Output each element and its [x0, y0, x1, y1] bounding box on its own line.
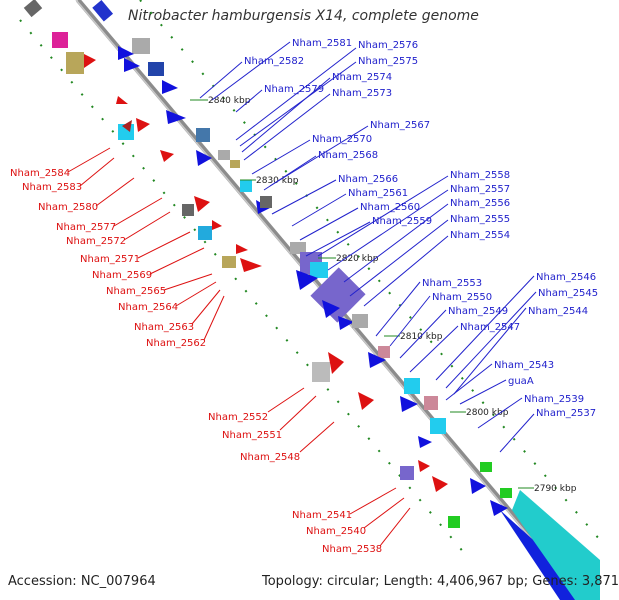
gene-label: Nham_2565	[106, 286, 166, 297]
gene-label: Nham_2540	[306, 526, 366, 537]
gene-label: Nham_2582	[244, 56, 304, 67]
gene-label: Nham_2537	[536, 408, 596, 419]
gene-label: Nham_2555	[450, 214, 510, 225]
gene-label: Nham_2561	[348, 188, 408, 199]
map-title: Nitrobacter hamburgensis X14, complete g…	[128, 8, 479, 24]
gene-label: Nham_2544	[528, 306, 588, 317]
gene-label: Nham_2557	[450, 184, 510, 195]
gene-label: Nham_2554	[450, 230, 510, 241]
gene-label: Nham_2567	[370, 120, 430, 131]
gene-label: Nham_2584	[10, 168, 70, 179]
forward-strand-features	[92, 0, 600, 600]
kbp-label-2810: 2810 kbp	[400, 332, 443, 342]
gene-label: Nham_2553	[422, 278, 482, 289]
gene-label: Nham_2560	[360, 202, 420, 213]
gene-label: Nham_2564	[118, 302, 178, 313]
gene-label: Nham_2566	[338, 174, 398, 185]
gene-label: Nham_2559	[372, 216, 432, 227]
gene-label: Nham_2576	[358, 40, 418, 51]
gene-label: Nham_2541	[292, 510, 352, 521]
accession-label: Accession: NC_007964	[8, 574, 156, 589]
gene-label: Nham_2550	[432, 292, 492, 303]
gene-label: Nham_2581	[292, 38, 352, 49]
forward-gene-labels: Nham_2581 Nham_2576 Nham_2582 Nham_2575 …	[199, 38, 598, 453]
gene-label: Nham_2543	[494, 360, 554, 371]
gene-label: Nham_2547	[460, 322, 520, 333]
gene-label: Nham_2583	[22, 182, 82, 193]
kbp-label-2800: 2800 kbp	[466, 408, 509, 418]
gene-label: Nham_2563	[134, 322, 194, 333]
gene-label: Nham_2568	[318, 150, 378, 161]
gene-label: Nham_2579	[264, 84, 324, 95]
gene-label: Nham_2545	[538, 288, 598, 299]
gene-label: Nham_2580	[38, 202, 98, 213]
gene-label: Nham_2570	[312, 134, 372, 145]
gene-label: Nham_2577	[56, 222, 116, 233]
kbp-label-2840: 2840 kbp	[208, 96, 251, 106]
reverse-gene-labels: Nham_2584 Nham_2583 Nham_2580 Nham_2577 …	[10, 147, 411, 555]
gene-label: Nham_2552	[208, 412, 268, 423]
kbp-label-2820: 2820 kbp	[336, 254, 379, 264]
gene-label: Nham_2573	[332, 88, 392, 99]
gene-label: Nham_2571	[80, 254, 140, 265]
gene-label: Nham_2574	[332, 72, 392, 83]
gene-label: Nham_2569	[92, 270, 152, 281]
gene-label: Nham_2539	[524, 394, 584, 405]
gene-label: Nham_2546	[536, 272, 596, 283]
gene-label: Nham_2549	[448, 306, 508, 317]
gene-label: Nham_2556	[450, 198, 510, 209]
topology-summary: Topology: circular; Length: 4,406,967 bp…	[262, 574, 619, 589]
gene-label: Nham_2572	[66, 236, 126, 247]
kbp-label-2790: 2790 kbp	[534, 484, 577, 494]
gene-label: Nham_2548	[240, 452, 300, 463]
reverse-strand-features	[23, 0, 460, 528]
gene-label: Nham_2558	[450, 170, 510, 181]
gene-label: guaA	[508, 376, 534, 387]
gene-label: Nham_2538	[322, 544, 382, 555]
gene-label: Nham_2575	[358, 56, 418, 67]
gene-label: Nham_2562	[146, 338, 206, 349]
genome-map: 2840 kbp 2830 kbp 2820 kbp 2810 kbp 2800…	[10, 0, 601, 600]
gene-label: Nham_2551	[222, 430, 282, 441]
